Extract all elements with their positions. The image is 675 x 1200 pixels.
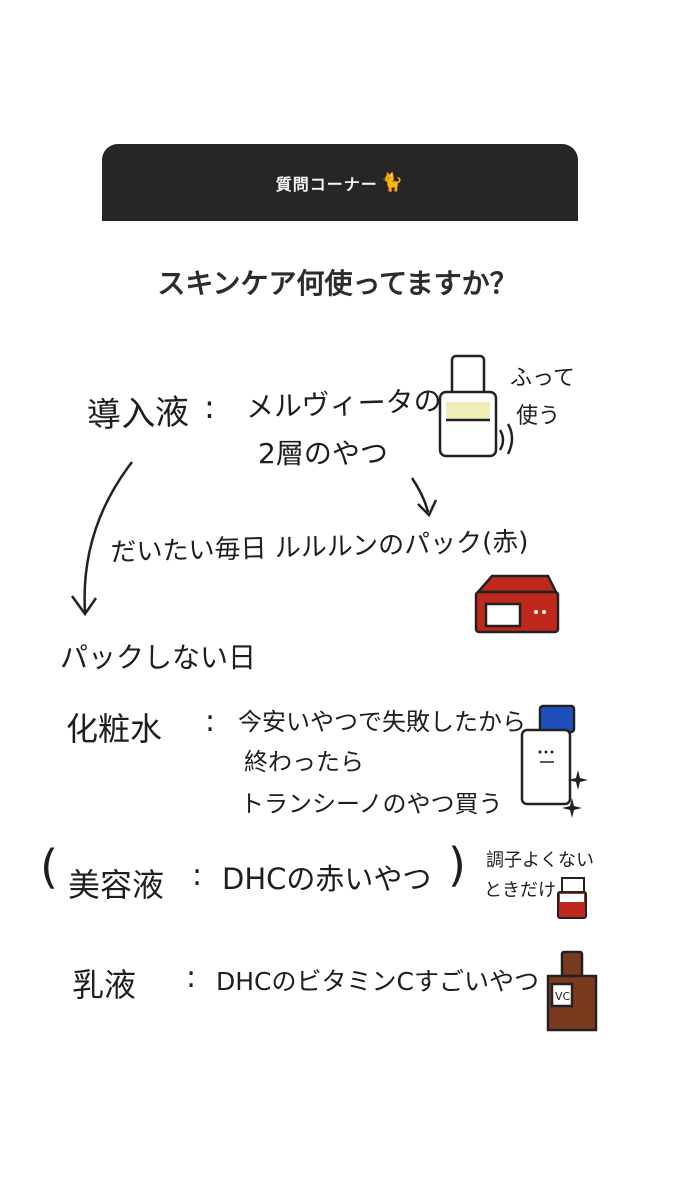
sparkle-icon [568,770,588,790]
serum-paren-close: ) [448,838,466,892]
shake-note-2: 使う [516,404,561,429]
question-corner-header: 質問コーナー🐈 [102,144,578,221]
curved-arrow-left [83,461,133,613]
shake-note-1: ふって [510,366,575,391]
toner-colon: : [205,704,216,739]
toner-line2: 終わったら [244,748,364,776]
milk-bottle-mark: VC [555,990,571,1003]
intro-line2: 2層のやつ [258,437,388,470]
cat-emoji-icon: 🐈 [380,172,405,193]
arrow-to-pack [410,477,430,513]
dhc-red-serum-icon [557,877,587,919]
question-text: スキンケア何使ってますか？ [157,267,518,300]
dhc-vitamin-c-milk-icon [546,950,598,1032]
two-layer-bottle-icon [438,354,514,458]
header-title: 質問コーナー [275,174,378,194]
sparkle-icon [562,798,582,818]
intro-colon: : [204,388,215,426]
serum-label: 美容液 [68,866,165,904]
serum-note-1: 調子よくない [486,850,594,871]
milk-colon: : [186,960,197,995]
serum-paren-open: ( [40,840,58,894]
toner-line1: 今安いやつで失敗したから [238,708,526,736]
toner-bottle-icon [520,704,576,806]
milk-label: 乳液 [72,966,137,1004]
serum-note-2: ときだけ [484,880,556,901]
face-mask-pack-icon [474,574,560,634]
serum-value: DHCの赤いやつ [222,862,432,896]
no-pack-day: パックしない日 [60,641,257,674]
toner-line3: トランシーノのやつ買う [240,790,503,818]
toner-label: 化粧水 [66,710,163,748]
serum-colon: : [192,858,203,893]
milk-value: DHCのビタミンCすごいやつ [216,967,539,996]
